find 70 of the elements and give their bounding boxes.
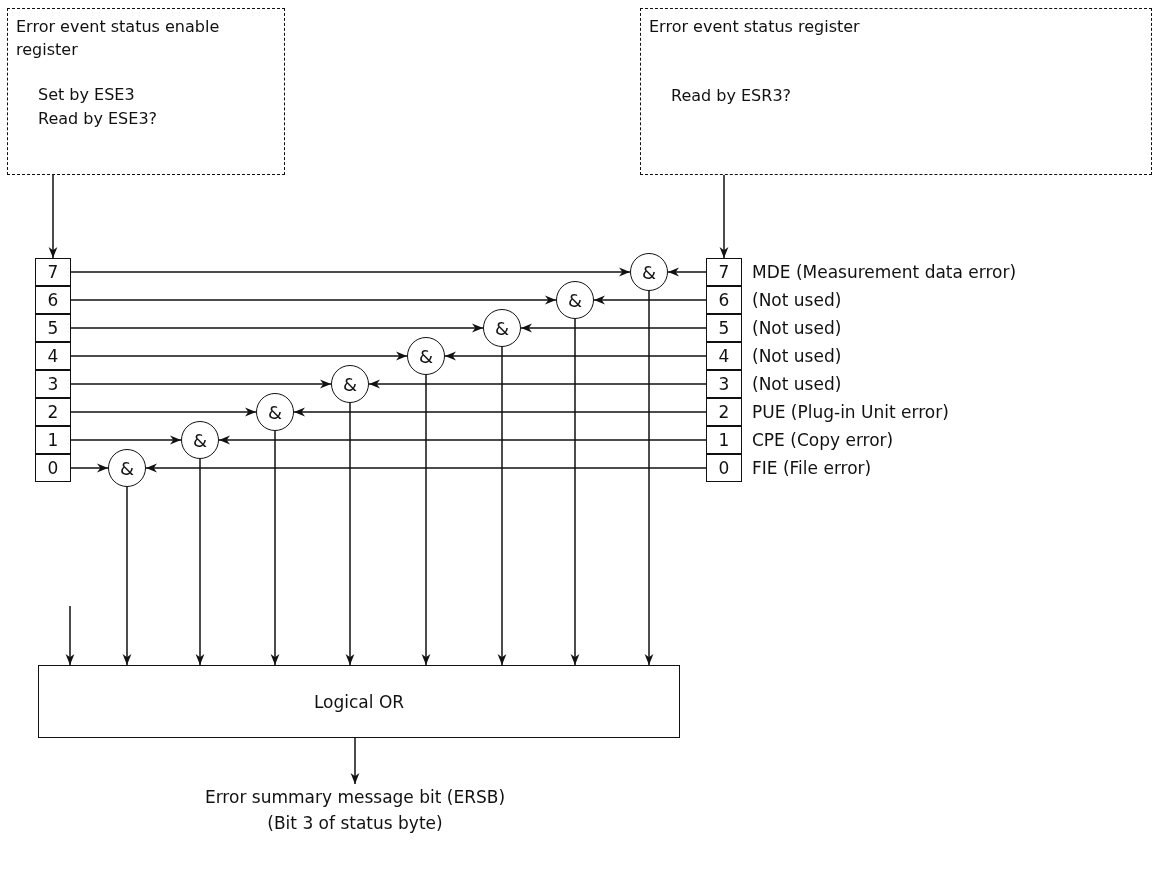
bit-description: MDE (Measurement data error) bbox=[752, 261, 1017, 284]
register-bit-cell: 0 bbox=[35, 454, 71, 482]
arrow bbox=[70, 463, 109, 473]
arrow bbox=[368, 379, 707, 389]
arrow bbox=[70, 267, 631, 277]
register-bit-cell: 2 bbox=[706, 398, 742, 426]
logical-or-box: Logical OR bbox=[38, 665, 680, 738]
bit-description: (Not used) bbox=[752, 317, 842, 340]
register-bit-cell: 7 bbox=[706, 258, 742, 286]
and-gate: & bbox=[108, 449, 146, 487]
arrow bbox=[70, 295, 557, 305]
arrow bbox=[667, 267, 707, 277]
arrow bbox=[122, 486, 132, 666]
arrow bbox=[593, 295, 707, 305]
arrow bbox=[345, 402, 355, 666]
arrow bbox=[520, 323, 707, 333]
register-bit-cell: 5 bbox=[706, 314, 742, 342]
register-bit-cell: 4 bbox=[706, 342, 742, 370]
arrow bbox=[70, 379, 332, 389]
register-bit-cell: 2 bbox=[35, 398, 71, 426]
arrow bbox=[421, 374, 431, 666]
and-gate: & bbox=[256, 393, 294, 431]
arrow bbox=[644, 290, 654, 666]
arrow bbox=[70, 407, 257, 417]
arrow bbox=[719, 174, 729, 259]
register-bit-cell: 4 bbox=[35, 342, 71, 370]
register-bit-cell: 3 bbox=[35, 370, 71, 398]
bit-description: PUE (Plug-in Unit error) bbox=[752, 401, 949, 424]
register-title: Error event status register bbox=[649, 16, 861, 38]
and-gate: & bbox=[483, 309, 521, 347]
arrow bbox=[48, 174, 58, 259]
bit-description: (Not used) bbox=[752, 345, 842, 368]
register-bit-cell: 1 bbox=[706, 426, 742, 454]
register-bit-cell: 7 bbox=[35, 258, 71, 286]
arrow bbox=[65, 605, 75, 666]
register-command: Read by ESR3? bbox=[671, 85, 793, 108]
and-gate: & bbox=[407, 337, 445, 375]
output-label-text: (Bit 3 of status byte) bbox=[266, 812, 444, 836]
arrow bbox=[293, 407, 707, 417]
bit-description: CPE (Copy error) bbox=[752, 429, 894, 452]
and-gate: & bbox=[556, 281, 594, 319]
arrow bbox=[70, 435, 182, 445]
register-description-box bbox=[7, 8, 285, 175]
register-bit-cell: 0 bbox=[706, 454, 742, 482]
arrow bbox=[218, 435, 707, 445]
arrow bbox=[145, 463, 707, 473]
arrow bbox=[350, 737, 360, 785]
arrow bbox=[70, 323, 484, 333]
register-bit-cell: 6 bbox=[706, 286, 742, 314]
register-title: Error event status enable register bbox=[16, 16, 221, 62]
bit-description: FIE (File error) bbox=[752, 457, 872, 480]
arrow bbox=[497, 346, 507, 666]
and-gate: & bbox=[630, 253, 668, 291]
arrow bbox=[70, 351, 408, 361]
and-gate: & bbox=[181, 421, 219, 459]
output-label-text: Error summary message bit (ERSB) bbox=[203, 786, 507, 809]
arrow bbox=[270, 430, 280, 666]
register-description-box bbox=[640, 8, 1152, 175]
arrow bbox=[195, 458, 205, 666]
bit-description: (Not used) bbox=[752, 289, 842, 312]
register-bit-cell: 1 bbox=[35, 426, 71, 454]
register-command: Set by ESE3 bbox=[38, 84, 136, 107]
register-bit-cell: 6 bbox=[35, 286, 71, 314]
and-gate: & bbox=[331, 365, 369, 403]
register-bit-cell: 5 bbox=[35, 314, 71, 342]
arrow bbox=[570, 318, 580, 666]
arrow bbox=[444, 351, 707, 361]
register-bit-cell: 3 bbox=[706, 370, 742, 398]
register-command: Read by ESE3? bbox=[38, 107, 159, 130]
bit-description: (Not used) bbox=[752, 373, 842, 396]
